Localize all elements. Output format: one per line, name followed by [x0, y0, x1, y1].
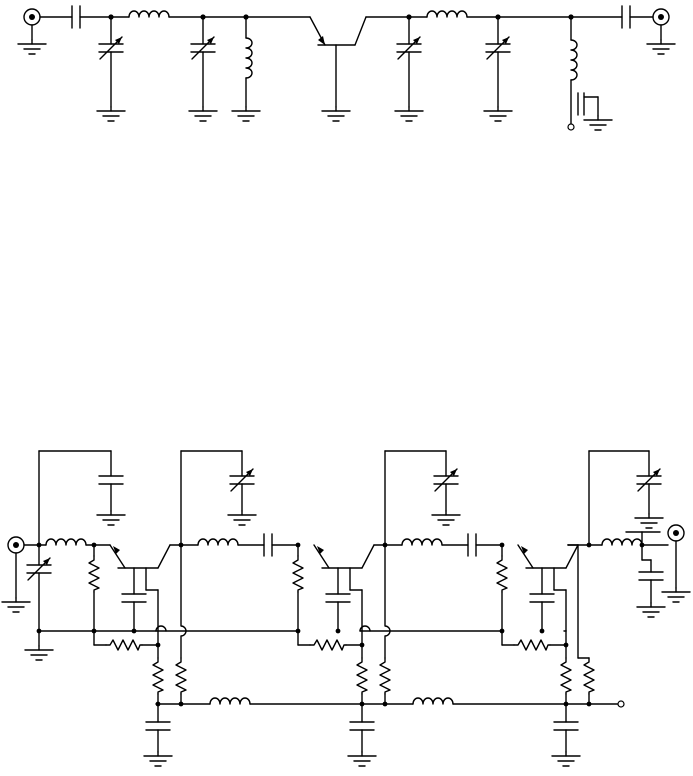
input-coax-connector	[18, 9, 46, 54]
output-coax-connector	[647, 9, 675, 54]
input-series-inductor	[46, 539, 86, 545]
rf-choke	[568, 17, 612, 130]
bias-rail	[156, 698, 624, 707]
output-network	[568, 451, 690, 617]
shunt-variable-capacitor	[395, 17, 423, 121]
shunt-variable-capacitor	[97, 17, 125, 121]
input-series-inductor	[129, 11, 169, 17]
output-series-inductor	[427, 11, 467, 17]
three-stage-amplifier	[2, 451, 690, 766]
amplifier-stage	[89, 451, 300, 766]
shunt-variable-capacitor	[189, 17, 217, 121]
supply-bypass-capacitor	[39, 451, 125, 545]
input-coupling-capacitor	[72, 6, 80, 28]
output-coupling-capacitor	[622, 6, 630, 28]
amplifier-stage	[293, 451, 504, 766]
shunt-variable-capacitor	[484, 17, 512, 121]
shunt-inductor	[232, 17, 260, 121]
single-stage-amplifier	[18, 6, 675, 130]
amplifier-stage	[497, 545, 594, 766]
transistor	[310, 17, 366, 121]
input-coax-connector	[2, 537, 30, 612]
